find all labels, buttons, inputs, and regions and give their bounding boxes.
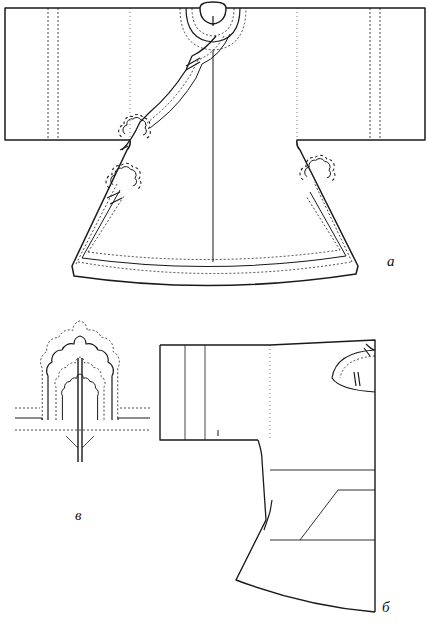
toggle-button <box>107 192 122 204</box>
mark <box>218 430 219 436</box>
toggle-button <box>186 58 200 70</box>
arch-inner <box>62 374 99 420</box>
slit-corner <box>66 436 94 448</box>
neck-band-stitch <box>180 8 246 50</box>
toggle-button <box>364 344 375 356</box>
arch-trim <box>47 336 114 420</box>
hem-outline <box>236 520 375 612</box>
slit-line <box>78 358 82 462</box>
hem-stitch <box>88 250 340 260</box>
cloud-trim-stitch <box>106 163 141 189</box>
hem-stitch <box>78 262 351 274</box>
neck-band-stitch <box>192 8 234 36</box>
side-band <box>82 190 346 258</box>
cuff-seam <box>370 8 380 140</box>
toggle-button <box>212 16 213 26</box>
cloud-trim-stitch <box>119 114 151 138</box>
neck-band <box>186 8 240 42</box>
side-slit <box>264 500 272 530</box>
figure-letter: в <box>74 508 83 523</box>
shoulder-seam <box>270 345 271 440</box>
cloud-trim <box>111 167 137 186</box>
robe-outline <box>5 8 425 286</box>
collar-curve <box>332 350 375 392</box>
pattern-outline <box>160 340 375 612</box>
figure-letter: а <box>386 254 396 269</box>
hem-band <box>82 256 346 267</box>
lapel-stitch <box>145 36 224 125</box>
arch-stitch <box>41 321 120 420</box>
panel-diagonal <box>300 490 375 540</box>
collar-stitch <box>340 356 375 378</box>
center-seam <box>213 50 214 262</box>
toggle-button <box>120 146 128 150</box>
side-stitch <box>88 196 340 252</box>
cloud-trim <box>305 159 331 178</box>
lapel-trim <box>150 34 230 128</box>
panel-edge <box>270 470 375 540</box>
cloud-trim <box>123 117 147 135</box>
side-stitch <box>76 182 352 264</box>
figure-letter: б <box>381 600 391 615</box>
cloud-trim-stitch <box>300 155 335 181</box>
side-seam <box>258 440 266 520</box>
cuff-seam <box>185 345 205 440</box>
sleeve-outline <box>160 345 258 440</box>
cuff-seam <box>48 8 58 140</box>
arch-stitch <box>55 357 105 420</box>
toggle-button <box>354 372 360 386</box>
lapel-edge <box>122 36 216 150</box>
